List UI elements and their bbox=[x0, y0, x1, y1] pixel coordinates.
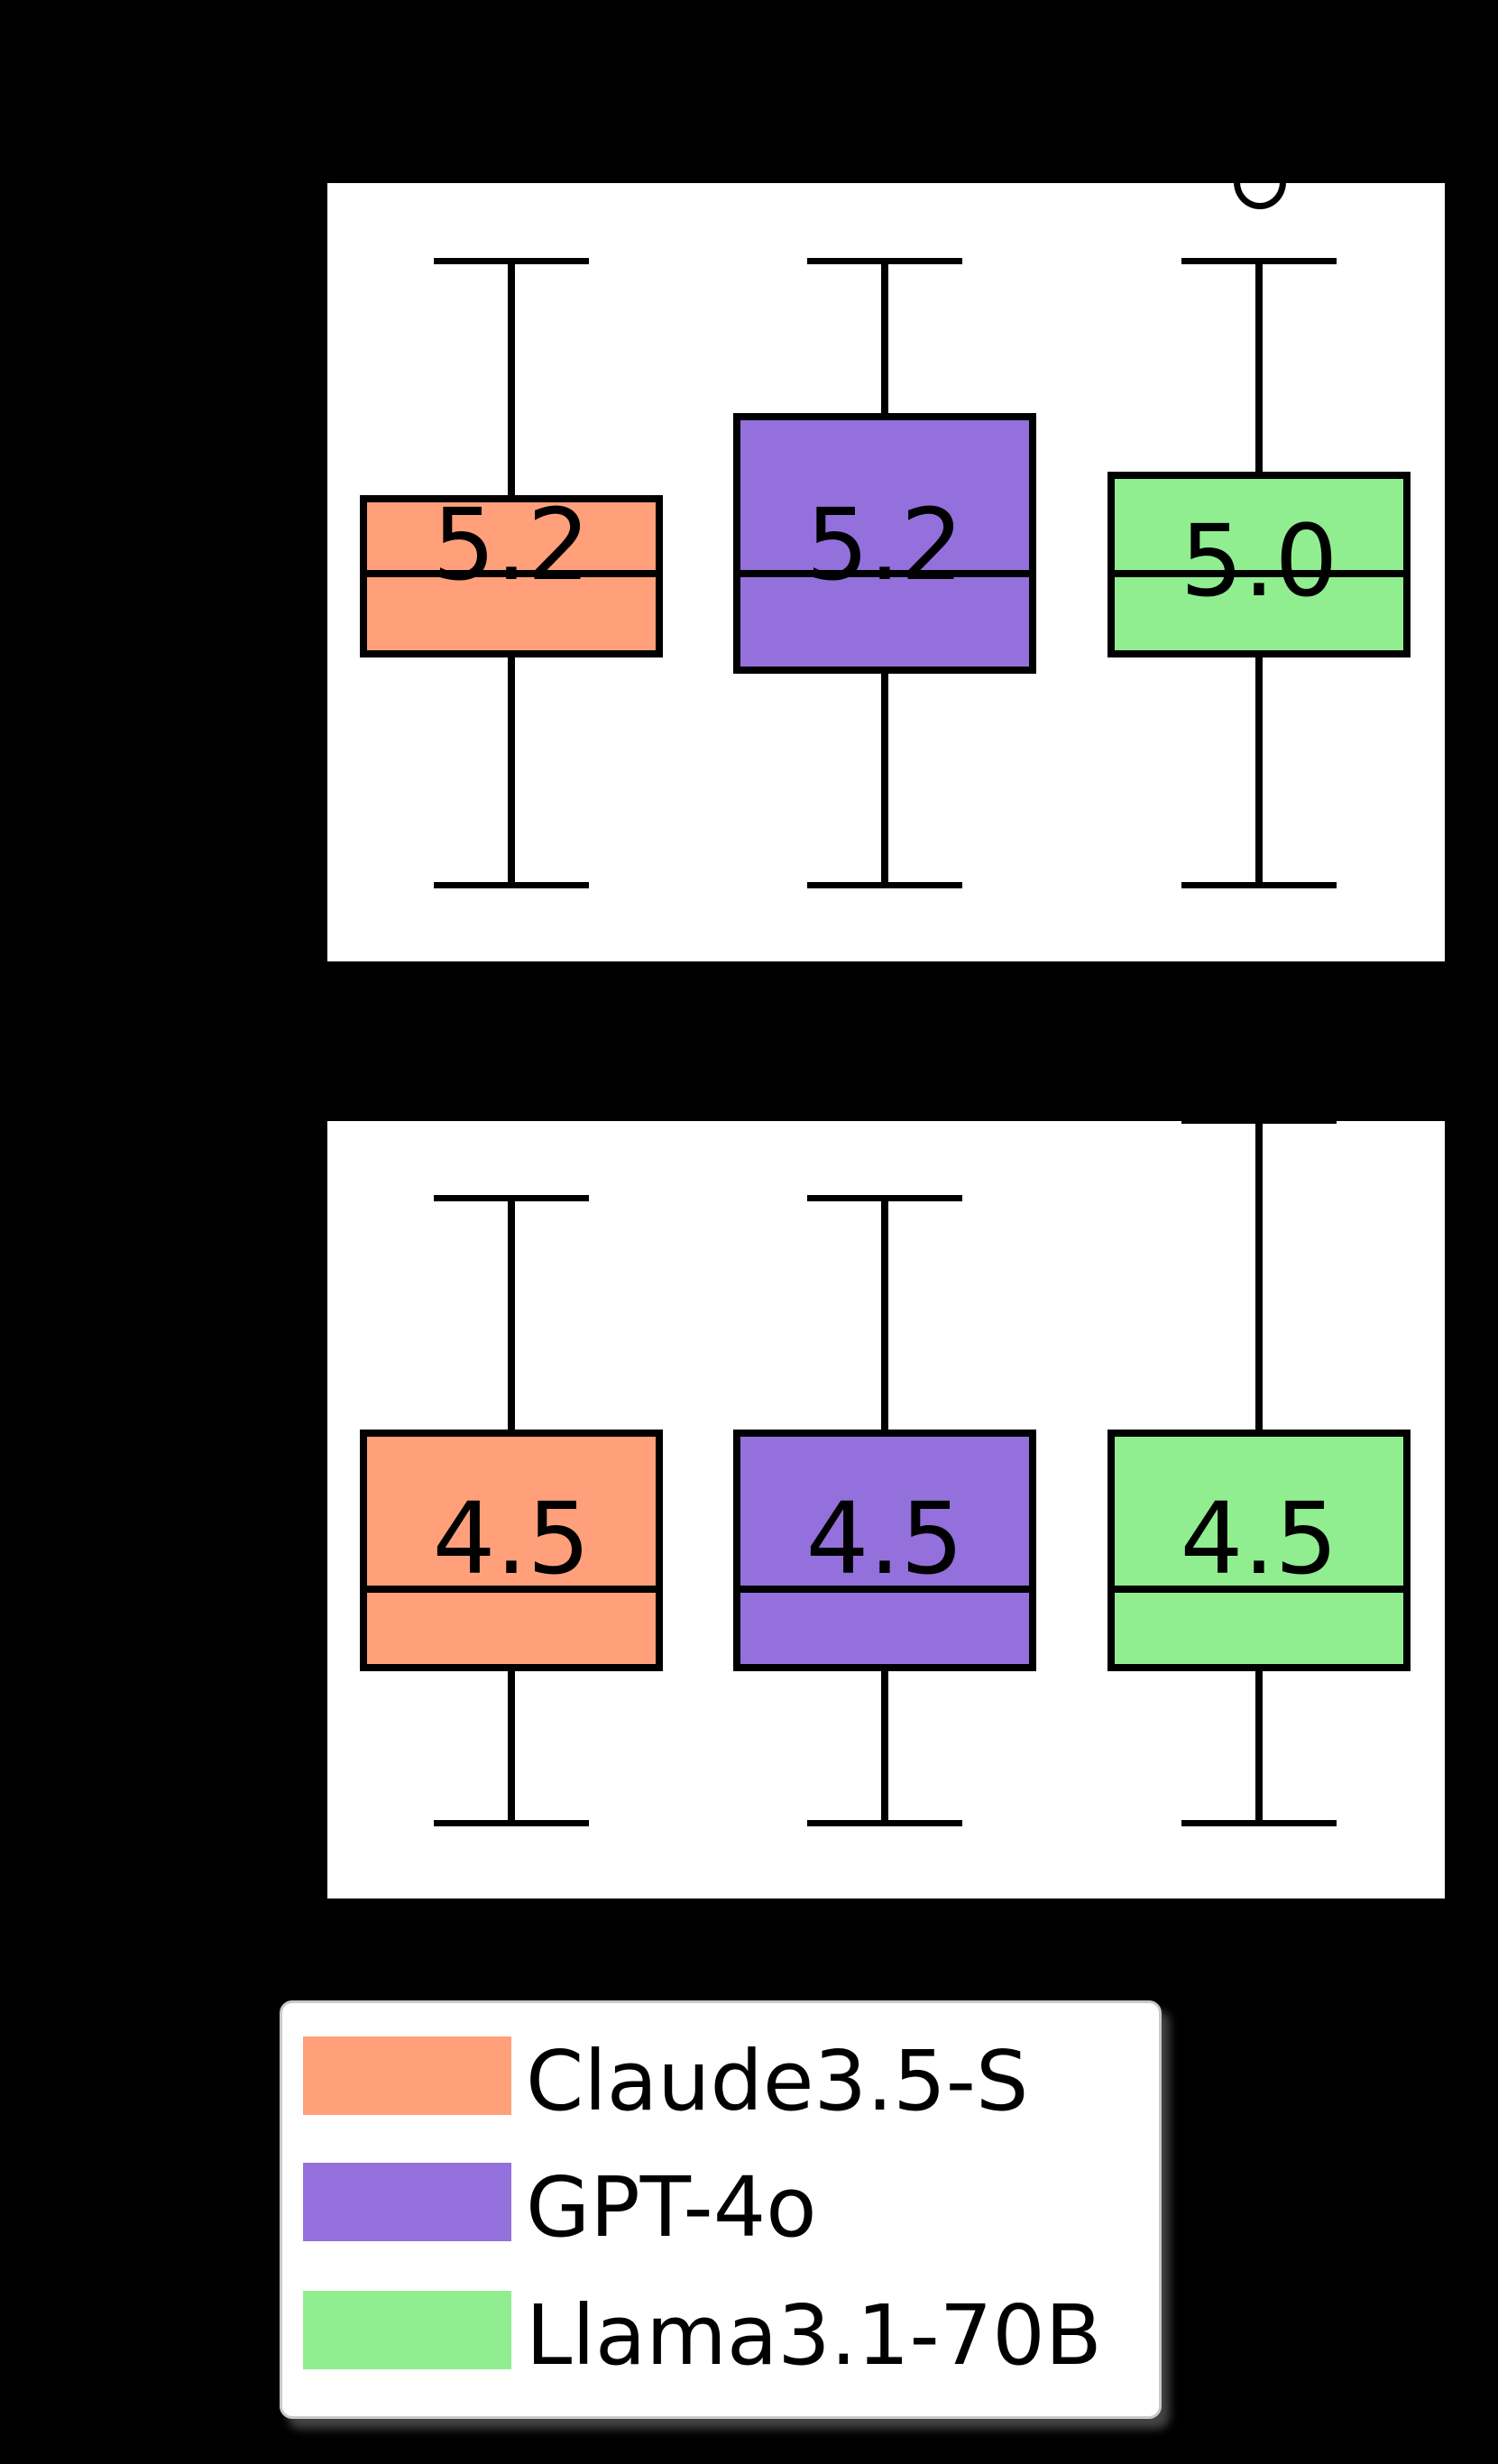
legend-label: Llama3.1-70B bbox=[526, 2287, 1102, 2384]
subplot-2-gpt4o-whisker-top-cap bbox=[807, 1194, 962, 1201]
subplot-2-llama3170b-median-line bbox=[1107, 1586, 1411, 1593]
subplot-1-claude35s-whisker-top-cap bbox=[434, 257, 589, 264]
legend-item-claude35s: Claude3.5-S bbox=[303, 2036, 1150, 2123]
subplot-1-llama3170b-box bbox=[1107, 472, 1411, 657]
subplot-2-claude35s-whisker-bottom-cap bbox=[434, 1819, 589, 1826]
subplot-1-llama3170b-whisker-top bbox=[1255, 261, 1263, 472]
title-g-descender-glyph bbox=[1234, 155, 1286, 209]
subplot-1-gpt4o-whisker-top-cap bbox=[807, 257, 962, 264]
legend-swatch-claude35s bbox=[303, 2036, 511, 2115]
subplot-1-claude35s-value-label: 5.2 bbox=[432, 487, 591, 602]
subplot-1-llama3170b-whisker-top-cap bbox=[1181, 257, 1337, 264]
subplot-1-gpt4o-value-label: 5.2 bbox=[805, 487, 964, 602]
subplot-1-claude35s-whisker-bottom bbox=[508, 657, 515, 885]
subplot-1-llama3170b-value-label: 5.0 bbox=[1180, 503, 1338, 619]
subplot-1-gpt4o-median-line bbox=[733, 570, 1036, 577]
subplot-1-claude35s-median-line bbox=[360, 570, 663, 577]
subplot-2-llama3170b-whisker-bottom-cap bbox=[1181, 1819, 1337, 1826]
subplot-2-claude35s-value-label: 4.5 bbox=[432, 1481, 591, 1596]
subplot-2-gpt4o-median-line bbox=[733, 1586, 1036, 1593]
subplot-2-claude35s-whisker-top bbox=[508, 1198, 515, 1430]
subplot-2-llama3170b-whisker-top bbox=[1255, 1120, 1263, 1430]
subplot-1-claude35s-whisker-top bbox=[508, 261, 515, 495]
subplot-1-llama3170b-median-line bbox=[1107, 570, 1411, 577]
subplot-1-gpt4o-box bbox=[733, 413, 1036, 674]
subplot-1-axes: 5.2 5.2 5.0 bbox=[327, 183, 1445, 961]
subplot-2-axes: 4.5 4.5 4.5 bbox=[327, 1117, 1445, 1899]
subplot-2-claude35s-box bbox=[360, 1430, 663, 1671]
legend-item-llama3170b: Llama3.1-70B bbox=[303, 2290, 1150, 2377]
subplot-1-llama3170b-whisker-bottom bbox=[1255, 657, 1263, 885]
subplot-2-gpt4o-whisker-bottom-cap bbox=[807, 1819, 962, 1826]
subplot-2-claude35s-median-line bbox=[360, 1586, 663, 1593]
legend-label: Claude3.5-S bbox=[526, 2033, 1029, 2129]
subplot-2-gpt4o-box bbox=[733, 1430, 1036, 1671]
subplot-2-llama3170b-whisker-top-cap bbox=[1181, 1117, 1337, 1124]
subplot-2-llama3170b-value-label: 4.5 bbox=[1180, 1481, 1338, 1596]
subplot-1-llama3170b-whisker-bottom-cap bbox=[1181, 881, 1337, 888]
subplot-2-gpt4o-whisker-bottom bbox=[881, 1671, 888, 1823]
subplot-2-llama3170b-whisker-bottom bbox=[1255, 1671, 1263, 1823]
legend-item-gpt4o: GPT-4o bbox=[303, 2162, 1150, 2249]
subplot-2-llama3170b-box bbox=[1107, 1430, 1411, 1671]
subplot-2-claude35s-whisker-top-cap bbox=[434, 1194, 589, 1201]
subplot-1-claude35s-whisker-bottom-cap bbox=[434, 881, 589, 888]
subplot-2-claude35s-whisker-bottom bbox=[508, 1671, 515, 1823]
legend-swatch-llama3170b bbox=[303, 2290, 511, 2369]
subplot-1-gpt4o-whisker-bottom-cap bbox=[807, 881, 962, 888]
subplot-1-gpt4o-whisker-bottom bbox=[881, 674, 888, 885]
subplot-1-gpt4o-whisker-top bbox=[881, 261, 888, 413]
legend-label: GPT-4o bbox=[526, 2159, 817, 2256]
legend-swatch-gpt4o bbox=[303, 2162, 511, 2241]
subplot-2-gpt4o-value-label: 4.5 bbox=[805, 1481, 964, 1596]
subplot-2-gpt4o-whisker-top bbox=[881, 1198, 888, 1430]
